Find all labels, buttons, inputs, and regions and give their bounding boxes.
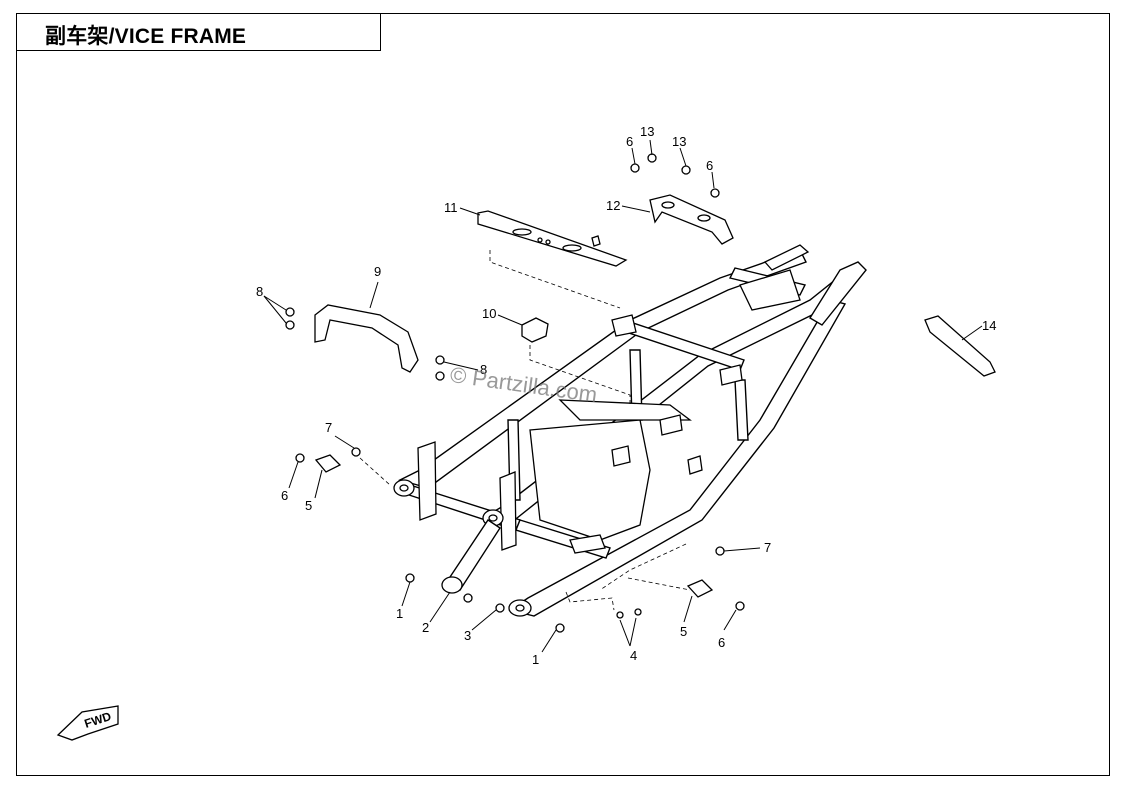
part-5-brackets — [314, 454, 714, 598]
callout-8b: 8 — [480, 362, 487, 377]
leader-lines — [263, 139, 983, 653]
callout-7a: 7 — [325, 420, 332, 435]
callout-6b: 6 — [718, 635, 725, 650]
callout-6a: 6 — [281, 488, 288, 503]
page-title: 副车架/VICE FRAME — [45, 25, 247, 48]
callout-6c: 6 — [626, 134, 633, 149]
callout-9: 9 — [374, 264, 381, 279]
callout-5a: 5 — [305, 498, 312, 513]
callout-12: 12 — [606, 198, 620, 213]
subframe-assembly — [393, 244, 867, 617]
callout-14: 14 — [982, 318, 996, 333]
callout-7b: 7 — [764, 540, 771, 555]
assembly-lines — [359, 250, 691, 611]
callout-13b: 13 — [672, 134, 686, 149]
callout-5b: 5 — [680, 624, 687, 639]
fasteners — [285, 153, 745, 633]
callout-3: 3 — [464, 628, 471, 643]
diagram-frame — [16, 13, 1110, 776]
callout-labels: 1 1 2 3 4 5 5 6 6 6 6 7 7 8 8 9 10 11 12… — [256, 124, 996, 667]
part-11-plate — [477, 210, 628, 267]
title-box: 副车架/VICE FRAME — [16, 13, 381, 51]
callout-6d: 6 — [706, 158, 713, 173]
callout-10: 10 — [482, 306, 496, 321]
forward-direction-badge: FWD — [56, 705, 119, 741]
part-9-bracket — [314, 304, 419, 373]
part-14-bracket — [924, 315, 996, 377]
callout-4: 4 — [630, 648, 637, 663]
callout-1b: 1 — [532, 652, 539, 667]
part-12-bracket — [649, 194, 734, 245]
callout-1a: 1 — [396, 606, 403, 621]
callout-8a: 8 — [256, 284, 263, 299]
callout-13a: 13 — [640, 124, 654, 139]
callout-2: 2 — [422, 620, 429, 635]
callout-11: 11 — [444, 200, 458, 215]
part-10-block — [521, 317, 549, 343]
